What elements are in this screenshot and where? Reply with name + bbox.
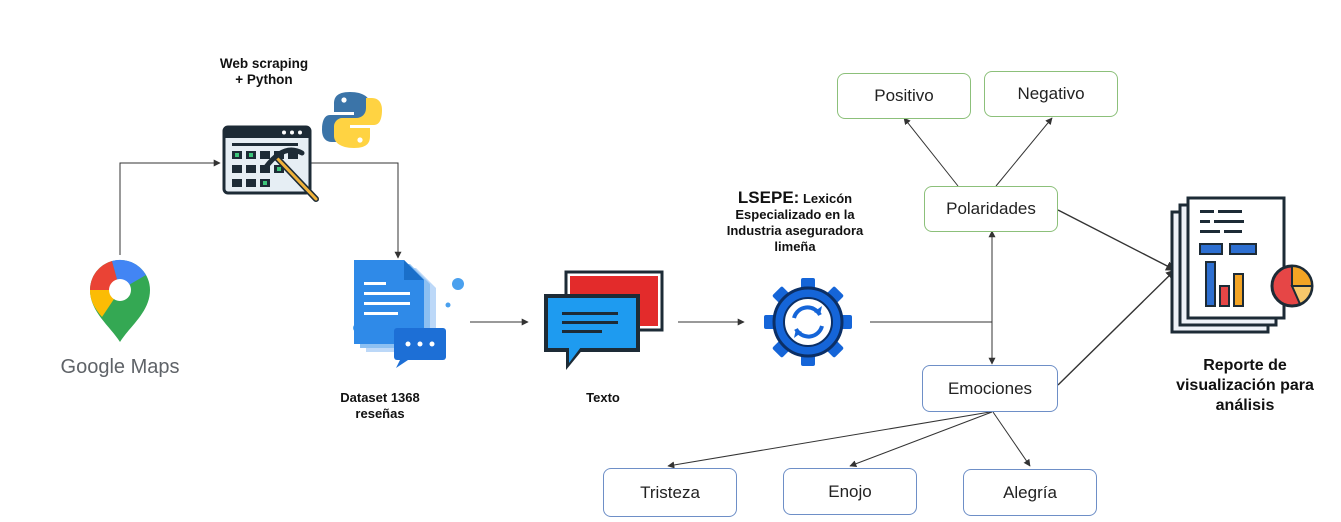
gear-process-icon: [764, 278, 852, 366]
tristeza-box: Tristeza: [603, 468, 737, 517]
web-scraper-icon: [222, 125, 319, 202]
arrow-emociones-to-alegria: [992, 411, 1031, 467]
lexicon-description: Lexicón Especializado en la Industria as…: [726, 191, 864, 254]
negativo-box: Negativo: [984, 71, 1118, 117]
arrow-emociones-to-enojo: [849, 411, 993, 468]
emociones-box: Emociones: [922, 365, 1058, 412]
arrow-polaridades-to-positivo: [903, 117, 959, 187]
arrow-emociones-to-report: [1057, 269, 1176, 386]
dataset-label: Dataset 1368 reseñas: [340, 390, 420, 421]
web-scraping-label: Web scraping + Python: [219, 56, 309, 87]
report-chart-icon: [1170, 196, 1314, 334]
google-maps-pin-icon: [89, 259, 150, 342]
google-maps-label: Google Maps: [60, 356, 180, 378]
report-label: Reporte de visualización para análisis: [1176, 357, 1314, 414]
positivo-box: Positivo: [837, 73, 971, 119]
arrow-polaridades-to-negativo: [995, 117, 1053, 187]
text-label: Texto: [586, 390, 620, 405]
lexicon-label: LSEPE: Lexicón Especializado en la Indus…: [722, 188, 868, 255]
arrow-maps-to-scraper: [119, 159, 221, 255]
arrow-scraper-to-dataset: [300, 162, 402, 259]
chat-text-icon: [544, 270, 664, 370]
enojo-box: Enojo: [783, 468, 917, 515]
dataset-document-icon: [353, 260, 464, 368]
arrow-emociones-to-tristeza: [667, 411, 991, 469]
alegria-box: Alegría: [963, 469, 1097, 516]
arrow-polaridades-to-report: [1057, 209, 1176, 271]
polaridades-box: Polaridades: [924, 186, 1058, 232]
connectors: [119, 117, 1176, 469]
lexicon-acronym: LSEPE:: [737, 188, 800, 207]
python-logo-icon: [322, 92, 382, 148]
